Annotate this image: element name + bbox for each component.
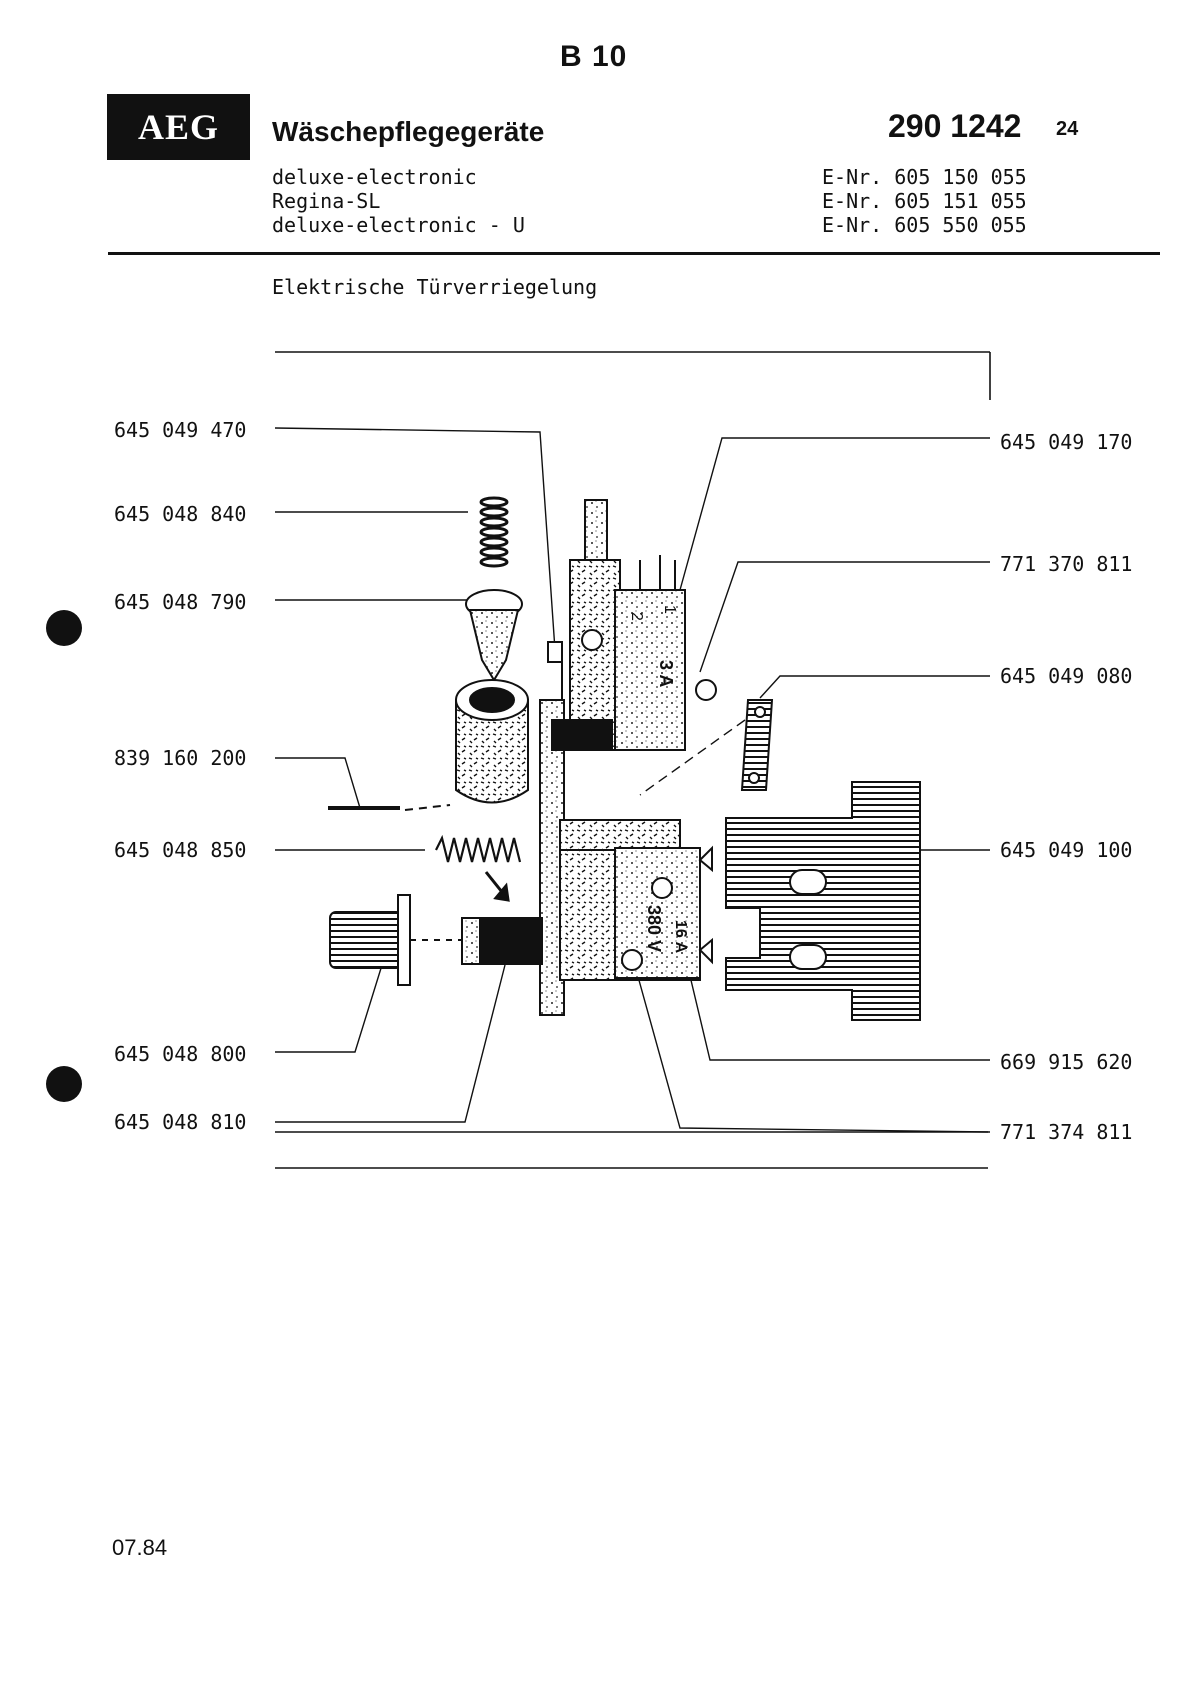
diagram-subtitle: Elektrische Türverriegelung: [272, 275, 598, 299]
micro-switch-upper: [551, 499, 717, 751]
power-switch-lower: [559, 819, 713, 981]
part-number-right-5: 669 915 620: [1000, 1050, 1133, 1074]
switch-rating-3a: 3 A: [656, 660, 676, 687]
binder-hole-bottom: [46, 1066, 82, 1102]
model-enr-1: E-Nr. 605 150 055: [822, 165, 1027, 189]
switch-rating-380v: 380 V: [644, 905, 664, 952]
part-number-right-4: 645 049 100: [1000, 838, 1133, 862]
model-enr-3: E-Nr. 605 550 055: [822, 213, 1027, 237]
model-name-3: deluxe-electronic - U: [272, 213, 525, 237]
product-group-title: Wäschepflegegeräte: [272, 116, 545, 147]
document-number-suffix: 24: [1056, 118, 1079, 140]
part-number-left-3: 645 048 790: [114, 590, 247, 614]
plunger-part: [465, 589, 523, 682]
part-number-left-2: 645 048 840: [114, 502, 247, 526]
document-number: 290 1242: [888, 108, 1022, 144]
knob-part: [329, 894, 462, 986]
model-name-2: Regina-SL: [272, 189, 381, 213]
switch-terminal-2: 2: [628, 612, 645, 621]
base-plate-part: [725, 781, 921, 1021]
bushing-part: [455, 679, 529, 804]
header-divider: [108, 252, 1160, 255]
part-number-left-6: 645 048 800: [114, 1042, 247, 1066]
switch-rating-16a: 16 A: [672, 920, 689, 954]
section-code: B 10: [560, 40, 628, 73]
model-name-1: deluxe-electronic: [272, 165, 477, 189]
model-enr-2: E-Nr. 605 151 055: [822, 189, 1027, 213]
aeg-logo: AEG: [107, 94, 250, 160]
part-number-left-7: 645 048 810: [114, 1110, 247, 1134]
rod-part: [461, 917, 543, 965]
assembly-arrow: [484, 871, 510, 902]
pin-part: [328, 804, 451, 811]
spring-middle: [435, 834, 522, 863]
issue-date: 07.84: [112, 1535, 168, 1560]
ground-strap-part: [740, 699, 774, 791]
leader-lines-right: [631, 437, 991, 1133]
spring-top: [479, 496, 509, 568]
part-number-right-6: 771 374 811: [1000, 1120, 1133, 1144]
part-number-left-5: 645 048 850: [114, 838, 247, 862]
switch-terminal-1: 1: [661, 605, 678, 614]
binder-hole-top: [46, 610, 82, 646]
part-number-right-1: 645 049 170: [1000, 430, 1133, 454]
frame-lines: [275, 351, 991, 1169]
part-number-right-3: 645 049 080: [1000, 664, 1133, 688]
part-number-left-4: 839 160 200: [114, 746, 247, 770]
part-number-right-2: 771 370 811: [1000, 552, 1133, 576]
part-number-left-1: 645 049 470: [114, 418, 247, 442]
